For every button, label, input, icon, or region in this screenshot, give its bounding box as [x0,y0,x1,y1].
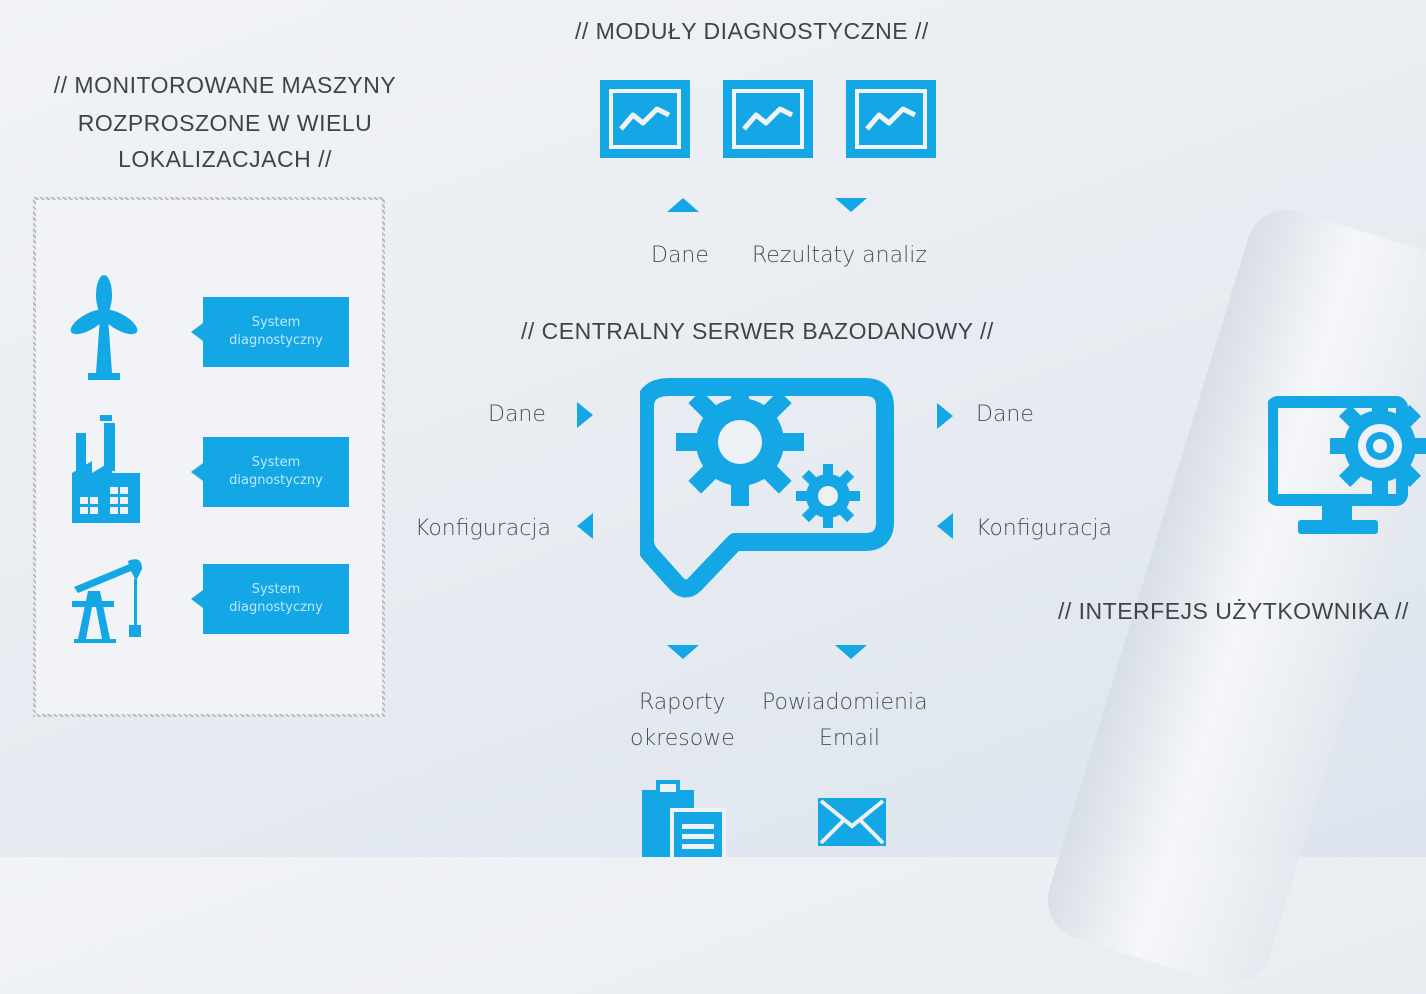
system-box-line1: System [251,455,301,470]
modules-heading: // MODUŁY DIAGNOSTYCZNE // [575,18,929,44]
right-config-label: Konfiguracja [976,516,1112,541]
gears-chat-icon [640,378,894,598]
notify-label-line2: Email [819,726,881,751]
notify-label-line1: Powiadomienia [762,690,928,715]
system-box: System diagnostyczny [191,437,349,507]
system-box-line1: System [251,582,301,597]
chart-monitor-icon [723,80,813,158]
system-box-line2: diagnostyczny [229,333,323,348]
left-config-label: Konfiguracja [415,516,551,541]
monitor-gear-icon [1268,396,1426,534]
arrow-up-icon [667,198,699,212]
left-data-label: Dane [488,402,546,427]
arrow-right-icon [937,403,953,429]
reports-label-line2: okresowe [630,726,735,751]
system-box-line2: diagnostyczny [229,473,323,488]
oil-pump-icon [72,559,142,643]
server-heading: // CENTRALNY SERWER BAZODANOWY // [521,318,994,344]
system-box-line2: diagnostyczny [229,600,323,615]
arrow-right-icon [577,402,593,428]
envelope-icon [818,798,886,846]
chart-monitor-icon [846,80,936,158]
right-data-label: Dane [976,402,1034,427]
module-data-label: Dane [651,243,709,268]
machines-heading-line1: // MONITOROWANE MASZYNY [53,72,397,98]
machines-heading-line3: LOKALIZACJACH // [118,146,332,172]
wind-turbine-icon [70,275,138,380]
factory-icon [72,415,140,523]
reports-label-line1: Raporty [639,690,726,715]
clipboard-document-icon [642,780,726,857]
background-turbine-blade [1037,200,1426,994]
arrow-down-icon [667,645,699,659]
arrow-left-icon [937,513,953,539]
chart-monitor-icon [600,80,690,158]
system-box: System diagnostyczny [191,564,349,634]
arrow-left-icon [577,513,593,539]
system-box: System diagnostyczny [191,297,349,367]
machines-heading-line2: ROZPROSZONE W WIELU [77,110,373,136]
arrow-down-icon [835,198,867,212]
arrow-down-icon [835,645,867,659]
system-box-line1: System [251,315,301,330]
ui-heading: // INTERFEJS UŻYTKOWNIKA // [1058,598,1409,624]
module-results-label: Rezultaty analiz [752,243,927,268]
